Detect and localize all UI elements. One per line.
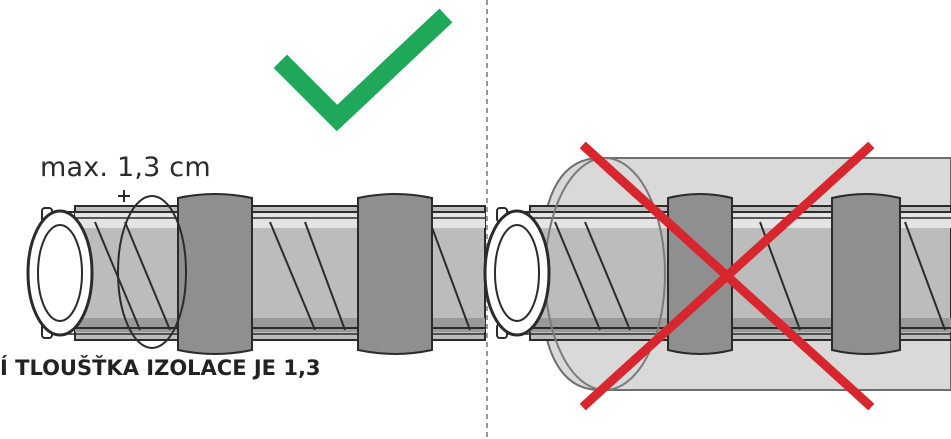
tape-band — [831, 193, 901, 355]
dimension-label: max. 1,3 cm — [40, 152, 211, 183]
caption-text: Í TLOUŠŤKA IZOLACE JE 1,3 — [0, 356, 321, 380]
correct-panel — [26, 8, 486, 355]
tape-band — [357, 193, 433, 355]
tape-band — [177, 193, 253, 355]
check-mark-icon — [273, 8, 453, 132]
cross-mark-icon — [579, 141, 875, 411]
pipe-with-thin-insulation — [26, 190, 486, 355]
incorrect-panel — [483, 141, 951, 411]
